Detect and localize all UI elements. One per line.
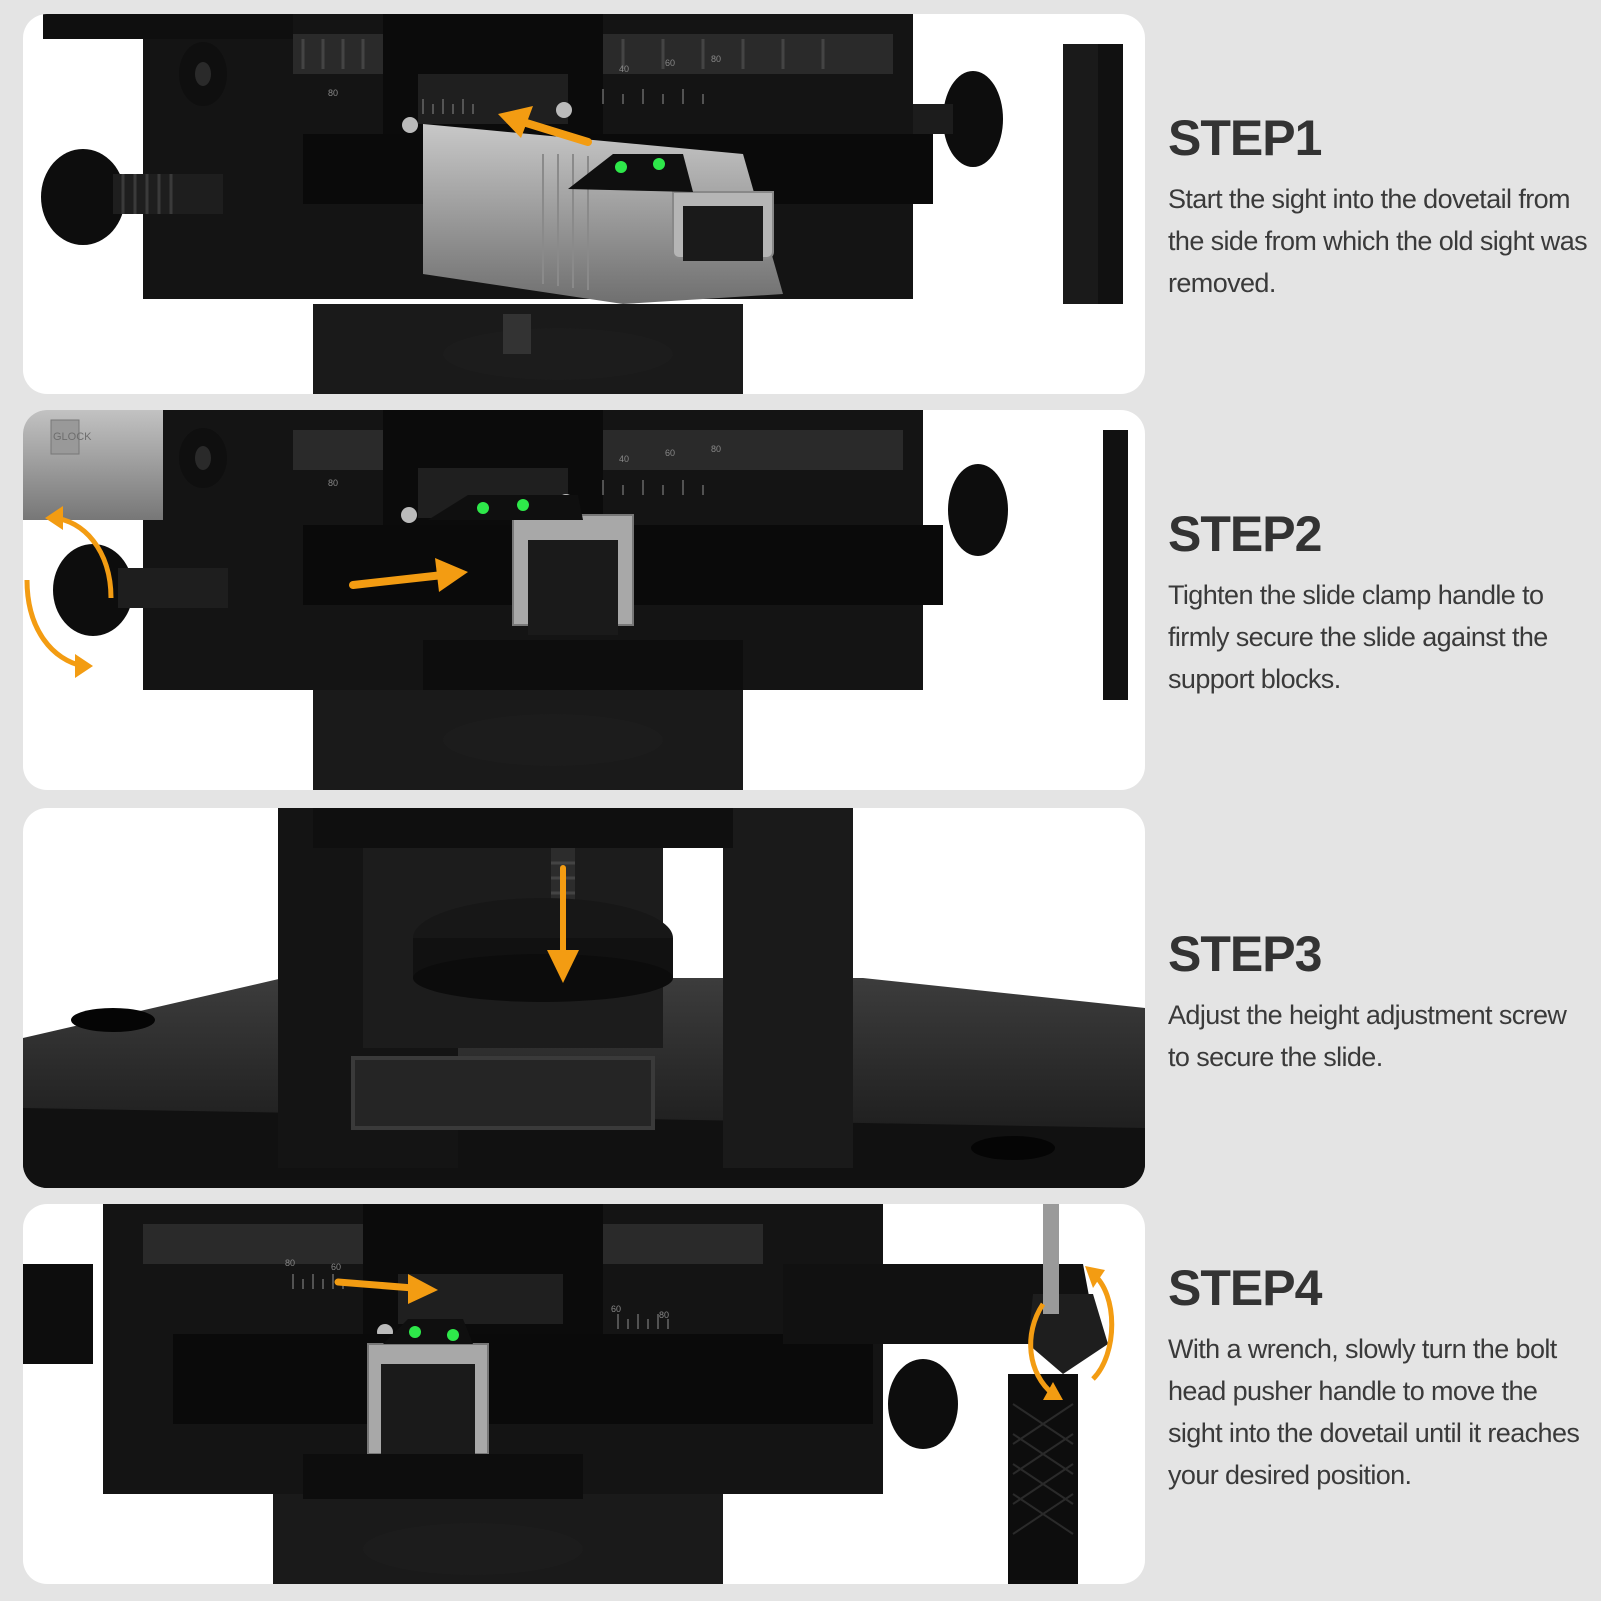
- ruler-label: 80: [328, 88, 338, 98]
- step-1-illustration: 40 60 80 80: [23, 14, 1145, 394]
- ruler-label: 80: [711, 54, 721, 64]
- ruler-label: 80: [328, 478, 338, 488]
- step-2-title: STEP2: [1168, 506, 1322, 562]
- knob-icon: [23, 1264, 93, 1364]
- ruler-label: 60: [665, 448, 675, 458]
- step-4-illustration: 80 60 60 80: [23, 1204, 1145, 1584]
- arrow-icon: [498, 106, 592, 146]
- step-1-title: STEP1: [1168, 110, 1322, 166]
- rotate-arrow-icon: [24, 506, 114, 678]
- ruler-label: 80: [285, 1258, 295, 1268]
- step-1-tool-drawing: 40 60 80 80: [41, 14, 1123, 394]
- rotate-arrow-icon: [1028, 1266, 1115, 1400]
- ruler-label: 60: [331, 1262, 341, 1272]
- arrow-icon: [547, 865, 579, 983]
- step-4-row: 80 60 60 80: [0, 1204, 1601, 1584]
- knob-icon: [913, 71, 1003, 167]
- step-3-description: Adjust the height adjustment screw to se…: [1168, 1000, 1567, 1072]
- step-3-illustration: [23, 808, 1145, 1188]
- step-4-tool-drawing: 80 60 60 80: [23, 1204, 1115, 1584]
- ruler-label: 60: [611, 1304, 621, 1314]
- slide-marking: GLOCK: [53, 431, 92, 443]
- ruler-label: 80: [711, 444, 721, 454]
- step-4-text: STEP4 With a wrench, slowly turn the bol…: [1168, 1260, 1588, 1496]
- step-2-text: STEP2 Tighten the slide clamp handle to …: [1168, 506, 1588, 700]
- step-2-tool-drawing: GLOCK 40 60 80 80: [23, 410, 1128, 790]
- ruler-label: 40: [619, 64, 629, 74]
- step-2-description: Tighten the slide clamp handle to firmly…: [1168, 580, 1548, 694]
- knob-icon: [948, 464, 1008, 556]
- knob-icon: [53, 544, 228, 636]
- step-1-text: STEP1 Start the sight into the dovetail …: [1168, 110, 1588, 304]
- step-3-title: STEP3: [1168, 926, 1322, 982]
- ruler-label: 40: [619, 454, 629, 464]
- step-3-tool-drawing: [23, 808, 1145, 1188]
- step-3-text: STEP3 Adjust the height adjustment screw…: [1168, 926, 1588, 1078]
- arrow-icon: [349, 558, 468, 592]
- step-4-description: With a wrench, slowly turn the bolt head…: [1168, 1334, 1580, 1490]
- ruler-label: 60: [665, 58, 675, 68]
- step-2-row: GLOCK 40 60 80 80: [0, 410, 1601, 790]
- sight-dot-icon: [409, 1326, 459, 1341]
- step-4-title: STEP4: [1168, 1260, 1322, 1316]
- sight-dot-icon: [477, 499, 529, 514]
- step-2-illustration: GLOCK 40 60 80 80: [23, 410, 1145, 790]
- knob-icon: [888, 1359, 958, 1449]
- knob-icon: [41, 149, 223, 245]
- ruler-label: 80: [659, 1310, 669, 1320]
- sight-dot-icon: [615, 158, 665, 173]
- step-1-row: 40 60 80 80: [0, 14, 1601, 394]
- step-1-description: Start the sight into the dovetail from t…: [1168, 184, 1588, 298]
- arrow-icon: [334, 1274, 438, 1304]
- step-3-row: STEP3 Adjust the height adjustment screw…: [0, 808, 1601, 1188]
